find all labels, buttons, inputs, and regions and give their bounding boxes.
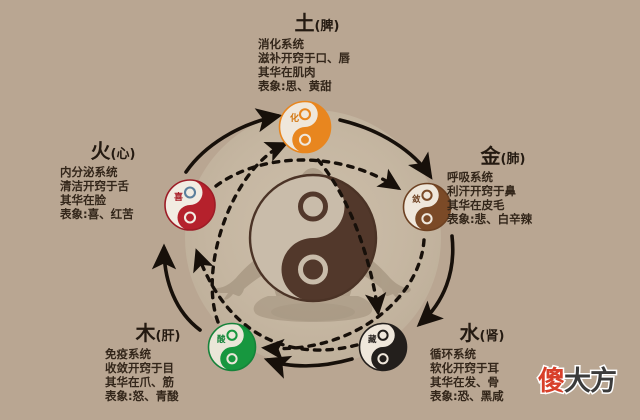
node-title-water: 水(肾)	[459, 321, 505, 345]
element-badge-wood[interactable]: 酸	[207, 322, 257, 372]
node-label-water: 水(肾) 循环系统 软化开窍于耳 其华在发、骨 表象:恐、黑咸	[430, 321, 575, 404]
controlling-cycle-arrows	[193, 142, 426, 361]
arrow-wood-to-fire	[151, 243, 202, 332]
badge-char-earth: 化	[290, 112, 299, 124]
node-lines-fire: 内分泌系统 清洁开窍于舌 其华在脸 表象:喜、红苦	[60, 165, 134, 222]
node-title-wood: 木(肝)	[135, 321, 181, 345]
watermark-char-b: 大方	[563, 366, 619, 397]
watermark-char-a: 傻	[537, 366, 567, 397]
node-title-fire: 火(心)	[90, 139, 136, 163]
node-lines-metal: 呼吸系统 利汗开窍于鼻 其华在皮毛 表象:悲、白辛辣	[447, 170, 533, 227]
node-label-earth: 土(脾) 消化系统 滋补开窍于口、唇 其华在肌肉 表象:思、黄甜	[258, 11, 418, 94]
badge-char-metal: 敛	[412, 194, 421, 205]
element-badge-fire[interactable]: 喜	[164, 179, 216, 231]
arrow-metal-to-water	[416, 234, 455, 328]
element-badge-earth[interactable]: 化	[278, 100, 332, 154]
badge-char-wood: 酸	[217, 334, 226, 345]
arrow-fire-to-metal	[214, 158, 402, 191]
generating-cycle-arrows	[151, 108, 455, 379]
arrow-wood-to-earth	[210, 142, 289, 324]
node-title-earth: 土(脾)	[294, 11, 340, 35]
element-badge-metal[interactable]: 敛	[402, 182, 452, 232]
element-badge-water[interactable]: 藏	[358, 322, 408, 372]
node-label-fire: 火(心) 内分泌系统 清洁开窍于舌 其华在脸 表象:喜、红苦	[60, 139, 200, 222]
node-lines-wood: 免疫系统 收敛开窍于目 其华在爪、筋 表象:怒、青酸	[105, 347, 179, 404]
node-label-metal: 金(肺) 呼吸系统 利汗开窍于鼻 其华在皮毛 表象:悲、白辛辣	[447, 144, 597, 227]
arrow-metal-to-wood	[261, 238, 426, 361]
arrow-water-to-wood	[263, 355, 354, 379]
badge-char-fire: 喜	[174, 191, 183, 203]
node-lines-water: 循环系统 软化开窍于耳 其华在发、骨 表象:恐、黑咸	[430, 347, 504, 404]
arrow-earth-to-water	[316, 158, 387, 316]
arrow-earth-to-metal	[338, 118, 433, 180]
arrow-fire-to-earth	[184, 108, 283, 174]
center-taiji-symbol	[248, 173, 378, 303]
watermark-logo: 傻大方	[537, 366, 619, 397]
node-lines-earth: 消化系统 滋补开窍于口、唇 其华在肌肉 表象:思、黄甜	[258, 37, 350, 94]
node-label-wood: 木(肝) 免疫系统 收敛开窍于目 其华在爪、筋 表象:怒、青酸	[105, 321, 250, 404]
node-title-metal: 金(肺)	[480, 144, 526, 168]
badge-char-water: 藏	[368, 334, 377, 345]
